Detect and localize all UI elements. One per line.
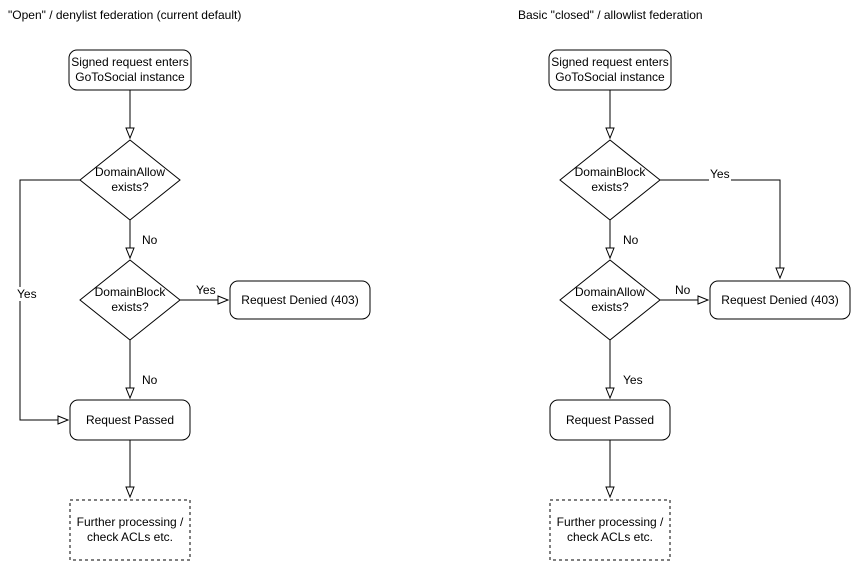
left-decision1-yes-label: Yes xyxy=(16,287,38,301)
right-decision2-diamond xyxy=(559,259,661,341)
right-decision1-yes-label: Yes xyxy=(709,167,731,181)
left-further-node xyxy=(69,499,191,561)
right-passed-node xyxy=(549,399,671,441)
left-chart-title: "Open" / denylist federation (current de… xyxy=(8,8,242,22)
right-further-node xyxy=(549,499,671,561)
right-chart-title: Basic "closed" / allowlist federation xyxy=(518,8,703,22)
left-start-node xyxy=(68,49,192,91)
left-decision1-diamond xyxy=(79,139,181,221)
left-decision2-diamond xyxy=(79,259,181,341)
right-flowchart xyxy=(548,49,851,561)
left-decision2-no-label: No xyxy=(141,373,159,387)
right-decision2-yes-label: Yes xyxy=(622,373,644,387)
right-edge-decision1-yes xyxy=(660,179,780,278)
right-denied-node xyxy=(709,280,851,320)
right-decision1-diamond xyxy=(559,139,661,221)
left-decision2-yes-label: Yes xyxy=(195,283,217,297)
left-passed-node xyxy=(69,399,191,441)
right-start-node xyxy=(548,49,672,91)
left-decision1-no-label: No xyxy=(141,233,159,247)
left-flowchart xyxy=(19,49,371,561)
left-denied-node xyxy=(229,280,371,320)
right-decision2-no-label: No xyxy=(674,283,692,297)
right-decision1-no-label: No xyxy=(622,233,640,247)
